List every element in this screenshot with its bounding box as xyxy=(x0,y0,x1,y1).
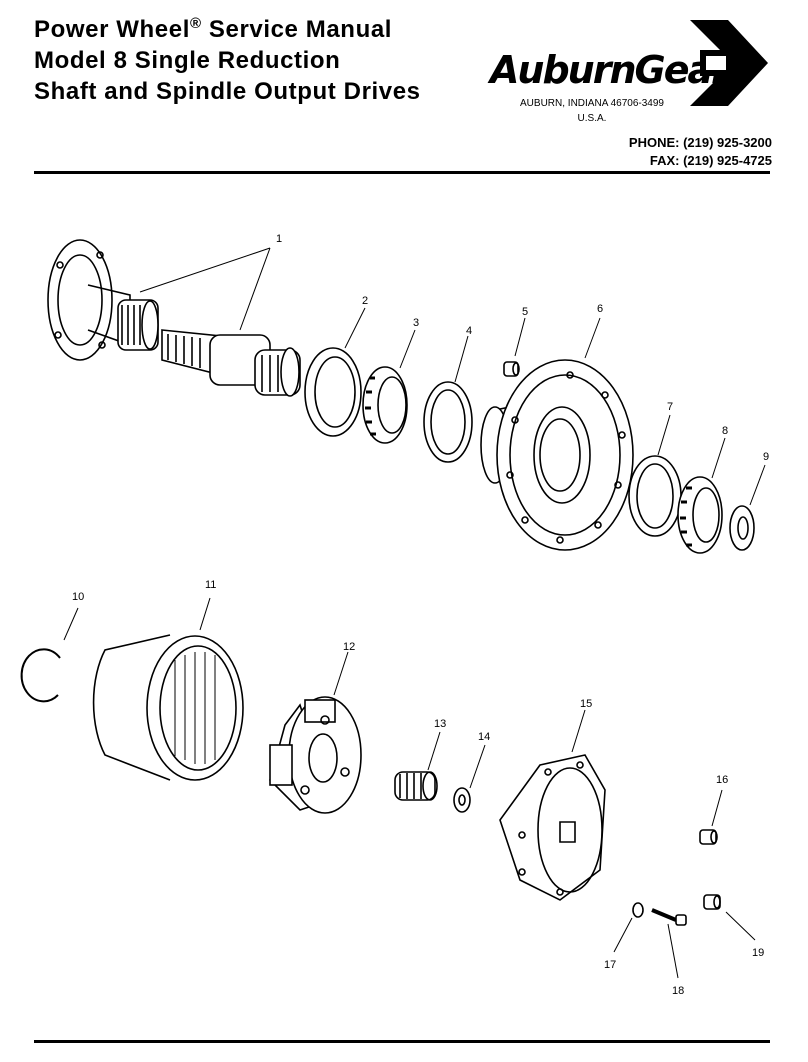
fax-number: FAX: (219) 925-4725 xyxy=(649,153,772,168)
title-service-manual: Service Manual xyxy=(201,16,393,43)
gear-chevron-logo-icon xyxy=(690,20,768,106)
part-1-output-shaft xyxy=(47,239,301,397)
part-7-bearing-cup xyxy=(628,455,682,537)
part-14-thrust-washer xyxy=(453,787,471,813)
part-4-bearing-cup xyxy=(423,381,473,463)
callout-17: 17 xyxy=(604,959,616,971)
part-9-washer xyxy=(729,505,755,551)
part-12-carrier xyxy=(269,696,362,814)
callout-9: 9 xyxy=(763,451,769,463)
callout-7: 7 xyxy=(667,401,673,413)
callout-18: 18 xyxy=(672,985,684,997)
part-6-hub xyxy=(480,359,634,551)
callout-12: 12 xyxy=(343,641,355,653)
registered-mark: ® xyxy=(189,15,202,32)
title-line-2: Model 8 Single Reduction xyxy=(34,47,341,74)
part-10-retaining-ring xyxy=(20,648,61,703)
document-title: Power Wheel® Service Manual Model 8 Sing… xyxy=(34,14,421,107)
title-line-3: Shaft and Spindle Output Drives xyxy=(34,78,421,105)
address-line-2: U.S.A. xyxy=(577,113,607,124)
callout-13: 13 xyxy=(434,718,446,730)
part-18-bolt xyxy=(651,908,687,926)
callout-14: 14 xyxy=(478,731,490,743)
auburn-gear-logo: AuburnGear xyxy=(490,18,770,108)
part-2-seal xyxy=(304,347,362,437)
company-address: AUBURN, INDIANA 46706-3499 U.S.A. xyxy=(512,96,672,126)
part-16-plug xyxy=(699,829,718,845)
header-rule xyxy=(34,171,770,174)
callout-16: 16 xyxy=(716,774,728,786)
callout-2: 2 xyxy=(362,295,368,307)
part-3-bearing-cone xyxy=(362,366,408,444)
part-19-plug xyxy=(703,894,721,910)
brand-name: AuburnGear xyxy=(490,48,730,92)
callout-4: 4 xyxy=(466,325,472,337)
phone-number: PHONE: (219) 925-3200 xyxy=(628,135,772,150)
part-15-cover xyxy=(499,754,606,901)
part-8-bearing-cone xyxy=(677,476,723,554)
callout-6: 6 xyxy=(597,303,603,315)
callout-1: 1 xyxy=(276,233,282,245)
part-17-lock-washer xyxy=(632,902,644,918)
callout-8: 8 xyxy=(722,425,728,437)
part-13-needle-bearing xyxy=(394,771,438,801)
callout-5: 5 xyxy=(522,306,528,318)
contact-info: PHONE: (219) 925-3200 FAX: (219) 925-472… xyxy=(629,134,772,170)
part-11-ring-gear xyxy=(92,634,244,781)
part-5-plug xyxy=(503,361,520,377)
callout-19: 19 xyxy=(752,947,764,959)
address-line-1: AUBURN, INDIANA 46706-3499 xyxy=(520,98,664,109)
title-power-wheel: Power Wheel xyxy=(34,16,190,43)
leader-lines xyxy=(63,247,766,979)
callout-10: 10 xyxy=(72,591,84,603)
callout-11: 11 xyxy=(205,579,216,591)
callout-3: 3 xyxy=(413,317,419,329)
callout-labels: 1 2 3 4 5 6 7 8 9 10 11 12 13 14 15 16 1… xyxy=(72,233,769,997)
callout-15: 15 xyxy=(580,698,592,710)
footer-rule xyxy=(34,1040,770,1043)
title-line-1: Power Wheel® Service Manual xyxy=(34,14,421,45)
